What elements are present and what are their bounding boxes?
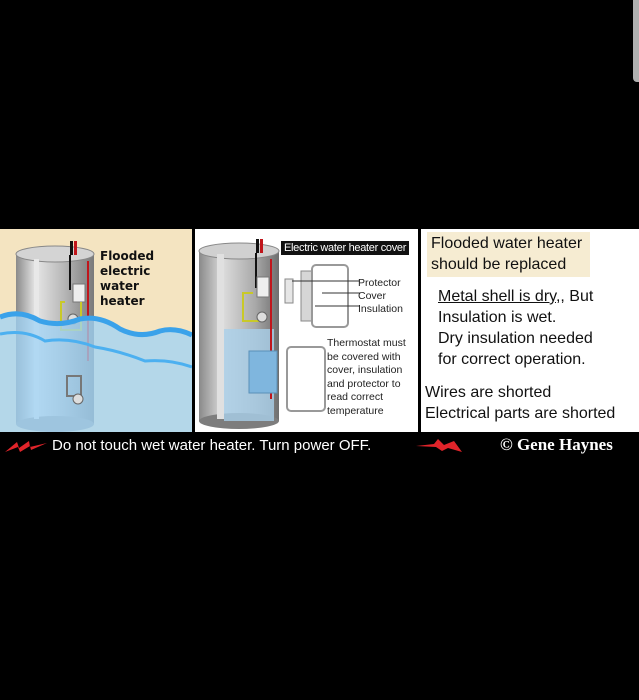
heater-cover-illustration: [198, 239, 360, 429]
flooded-heater-illustration: [0, 241, 192, 432]
label-insulation: Insulation: [358, 303, 403, 315]
panel-heater-cover: Electric water heater cover Protector Co…: [195, 229, 418, 432]
label-protector: Protector: [358, 277, 401, 289]
scrollbar[interactable]: [633, 0, 639, 82]
panel-replace-advice: Flooded water heater should be replaced …: [421, 229, 639, 432]
thermostat-note: Thermostat must be covered with cover, i…: [327, 337, 406, 417]
shorted-warning: Wires are shorted Electrical parts are s…: [425, 384, 616, 422]
insulation-explanation: Metal shell is dry,, But Insulation is w…: [438, 288, 594, 368]
lightning-bolt-icon: [5, 441, 47, 452]
label-cover: Cover: [358, 290, 387, 302]
parts-labels: Protector Cover Insulation: [358, 277, 403, 316]
panel-flooded-heater: Flooded electric water heater: [0, 229, 192, 432]
replace-headline: Flooded water heater should be replaced: [427, 232, 591, 277]
power-off-warning: Do not touch wet water heater. Turn powe…: [52, 437, 372, 454]
cover-title: Electric water heater cover: [281, 241, 410, 255]
copyright-credit: © Gene Haynes: [500, 435, 613, 454]
lightning-bolt-icon: [416, 439, 462, 452]
flooded-label: Flooded electric water heater: [100, 249, 155, 308]
